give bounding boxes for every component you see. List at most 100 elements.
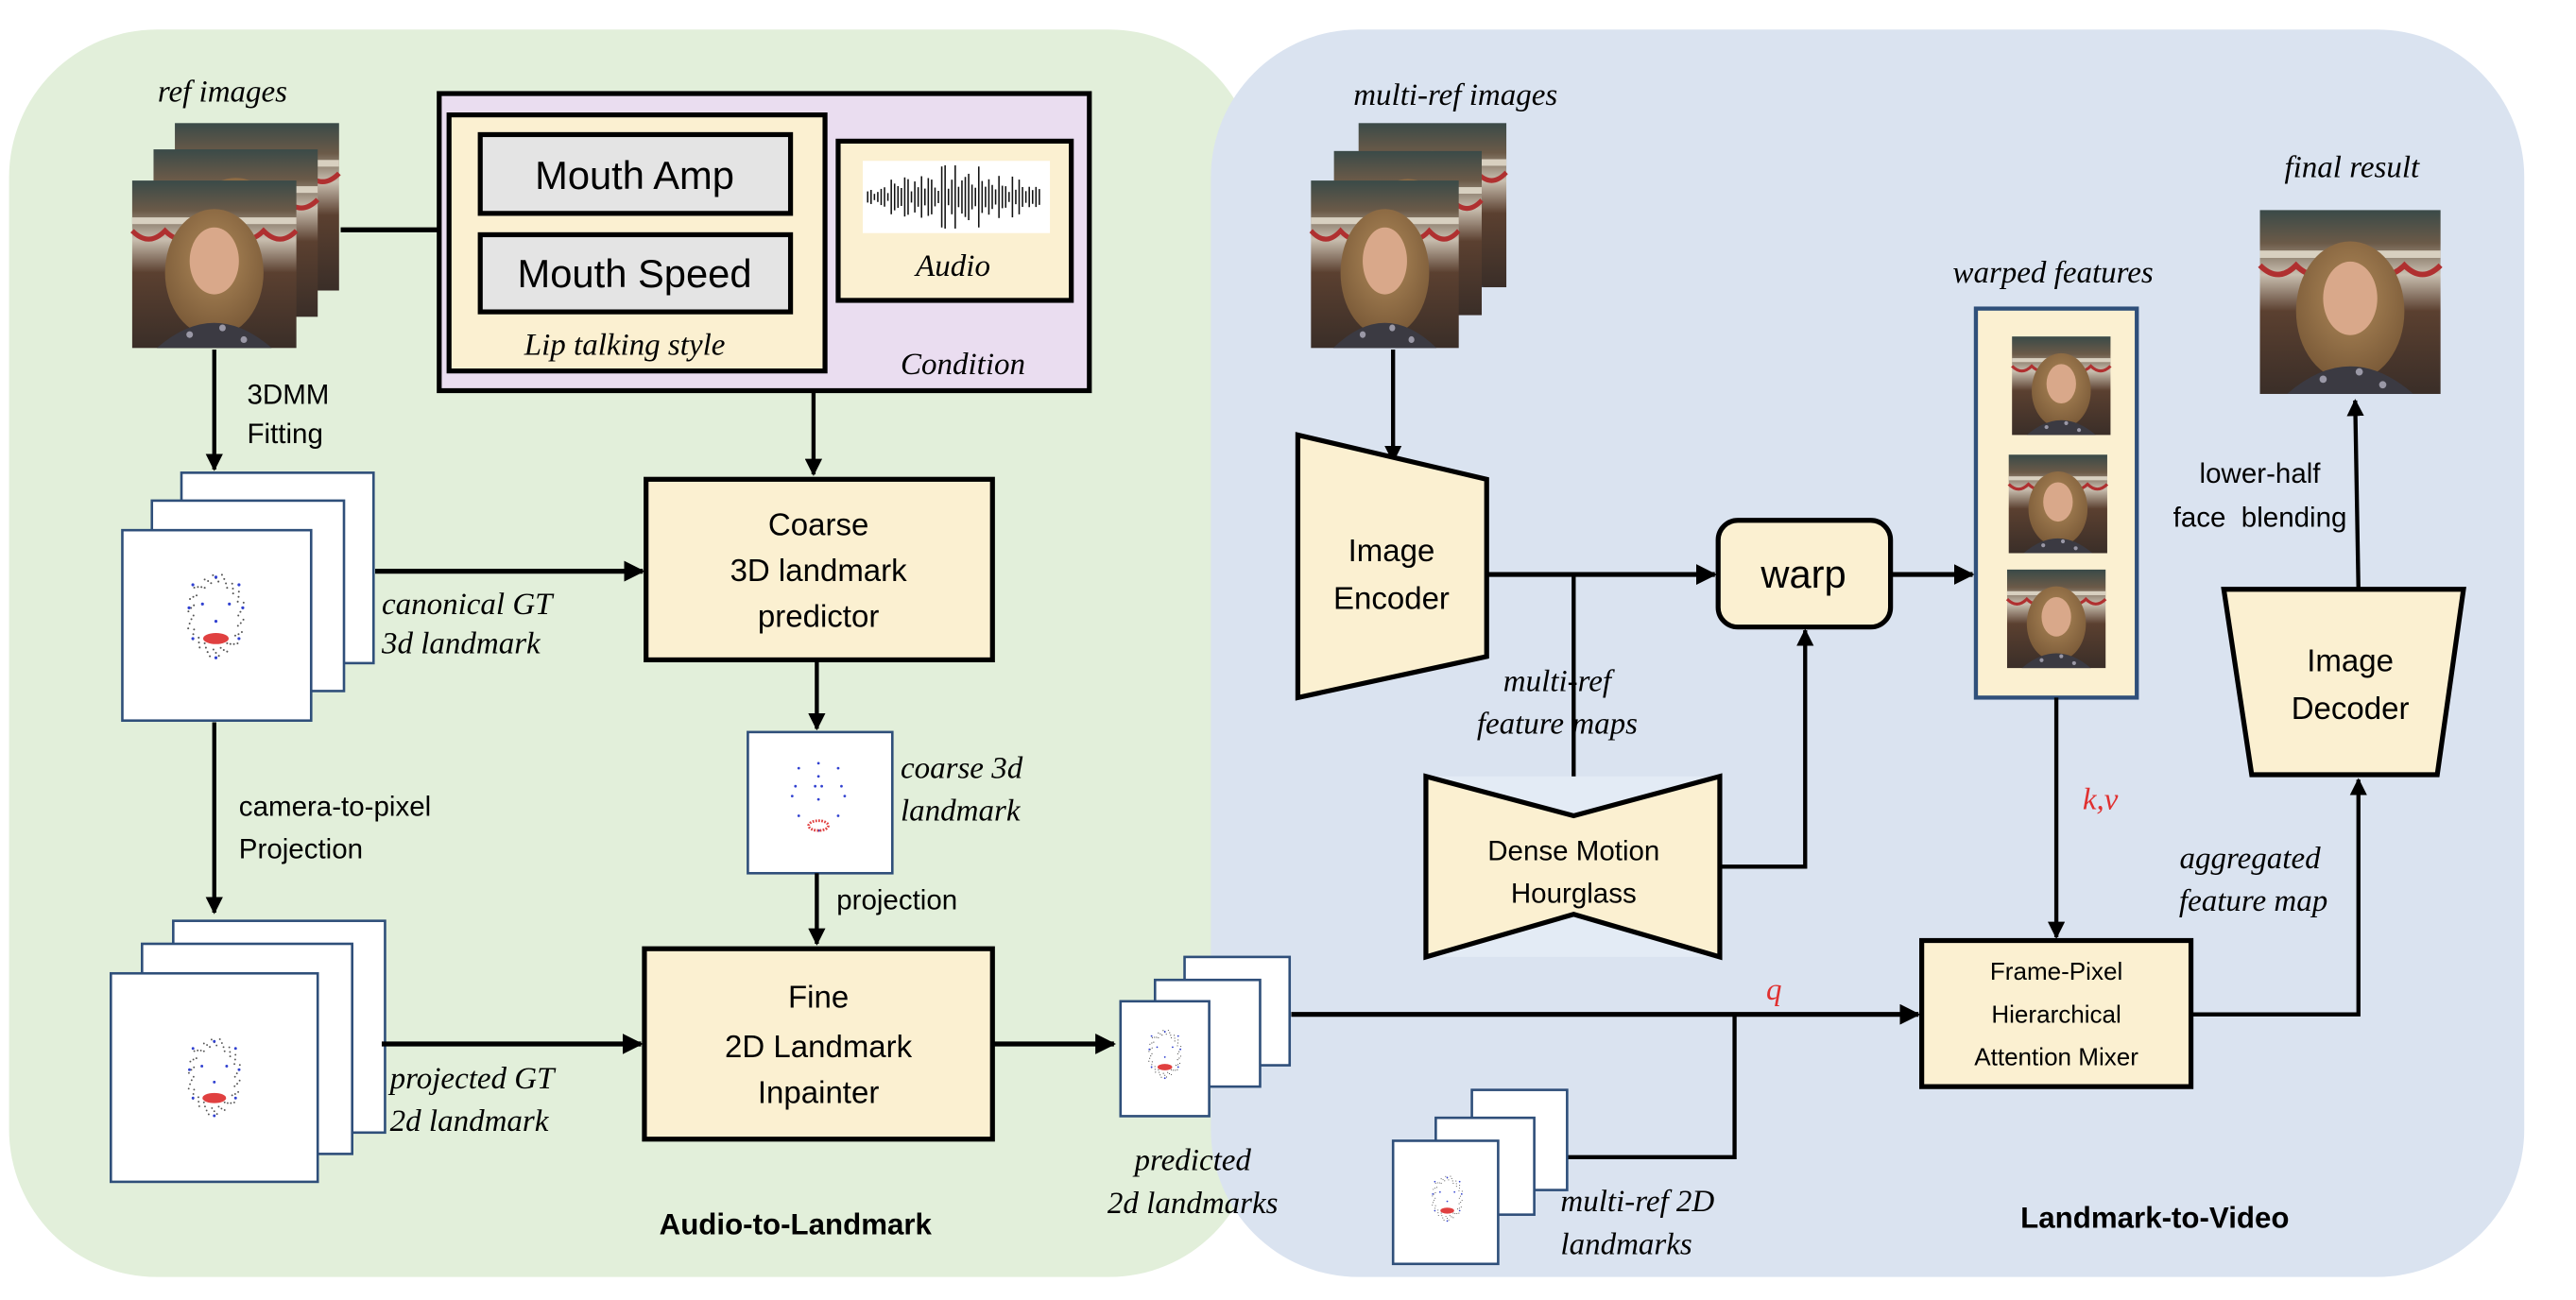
landmark-point: [1446, 1218, 1449, 1220]
landmark-point: [212, 573, 215, 576]
landmark-point: [1149, 1057, 1151, 1059]
landmark-point: [1176, 1064, 1179, 1066]
face-landmarks: [187, 573, 245, 659]
image-decoder: [2221, 587, 2466, 778]
image-decoder-label: Decoder: [2292, 691, 2410, 726]
landmark-point: [193, 1066, 196, 1069]
landmark-point: [211, 1106, 214, 1109]
landmark-point: [197, 636, 200, 639]
landmark-point: [1158, 1032, 1159, 1034]
landmark-point: [1432, 1202, 1434, 1204]
warped-feature-image: [2010, 334, 2112, 436]
landmark-point: [1459, 1195, 1462, 1197]
lip-talking-style-label: Lip talking style: [524, 328, 726, 362]
landmark-point: [1156, 1046, 1159, 1049]
landmark-point: [1455, 1180, 1457, 1182]
landmark-point: [191, 1047, 195, 1051]
landmark-point: [205, 1109, 208, 1112]
landmark-frame: [747, 730, 894, 875]
landmark-point: [1452, 1217, 1454, 1219]
landmark-point: [1164, 1074, 1166, 1076]
predicted-label: predicted: [1133, 1144, 1252, 1178]
landmark-point: [1165, 1076, 1168, 1078]
landmark-point: [1180, 1045, 1182, 1048]
landmark-point: [214, 575, 218, 579]
landmark-point: [242, 601, 245, 604]
landmark-point: [1458, 1212, 1460, 1214]
final-result-image: [2260, 210, 2441, 394]
landmark-point: [234, 1053, 237, 1056]
landmark-point: [233, 1058, 236, 1061]
landmark-point: [1444, 1180, 1446, 1182]
landmark-point: [218, 1038, 221, 1040]
landmark-point: [217, 1105, 220, 1108]
landmark-point: [1437, 1214, 1439, 1217]
landmark-point: [242, 618, 245, 621]
dense-motion-hourglass: [1423, 773, 1723, 961]
landmark-point: [1455, 1183, 1457, 1185]
landmark-point: [193, 604, 196, 607]
multi-ref-image: [1311, 180, 1458, 348]
landmark-point: [1153, 1041, 1155, 1043]
landmark-point: [836, 814, 840, 817]
landmark-point: [203, 641, 206, 644]
landmark-point: [188, 622, 191, 624]
landmark-point: [240, 630, 243, 633]
landmark-point: [189, 598, 192, 601]
landmark-point: [198, 646, 201, 649]
landmark-point: [232, 587, 234, 590]
landmark-point: [200, 586, 203, 589]
landmark-point: [237, 1090, 240, 1093]
landmark-point: [794, 784, 798, 788]
landmark-point: [189, 1083, 192, 1086]
face-landmarks: [187, 1038, 241, 1118]
coarse-output-label: landmark: [901, 795, 1022, 829]
image-decoder-label: Image: [2307, 643, 2394, 678]
multi-ref-images-label: multi-ref images: [1353, 78, 1557, 112]
coarse-predictor-label: 3D landmark: [730, 553, 908, 588]
landmark-point: [1434, 1182, 1436, 1184]
multi-ref-landmarks-label: multi-ref 2D: [1560, 1185, 1714, 1219]
mixer-to-decoder-arrow: [2190, 778, 2367, 1017]
landmark-point: [1163, 1031, 1166, 1033]
q-label: q: [1766, 973, 1782, 1007]
landmark-point: [207, 579, 210, 583]
landmark-point: [199, 1049, 202, 1052]
landmark-point: [1162, 1030, 1164, 1032]
landmark-point: [214, 620, 218, 624]
fitting-label: 3DMM: [248, 379, 330, 410]
landmark-point: [209, 1046, 211, 1049]
landmark-point: [816, 797, 820, 801]
landmark-point: [1148, 1060, 1150, 1062]
dense-motion-label: Hourglass: [1511, 879, 1637, 910]
landmark-point: [192, 1058, 195, 1061]
landmark-frame: [121, 528, 313, 723]
landmark-point: [232, 592, 234, 595]
landmark-point: [1459, 1185, 1461, 1187]
landmark-point: [212, 648, 215, 651]
landmark-point: [1148, 1051, 1150, 1052]
landmark-point: [1176, 1059, 1178, 1061]
landmark-point: [213, 1114, 216, 1118]
landmark-point: [1154, 1036, 1156, 1038]
landmark-point: [1149, 1043, 1151, 1045]
landmark-point: [229, 1055, 232, 1058]
landmark-point: [1434, 1188, 1436, 1189]
landmark-point: [226, 1102, 229, 1104]
warped-feature-image: [2005, 568, 2107, 670]
landmark-point: [1169, 1032, 1171, 1034]
coarse-output-label: coarse 3d: [901, 752, 1023, 786]
landmark-point: [1458, 1188, 1460, 1189]
landmark-point: [213, 1080, 216, 1084]
landmark-point: [203, 578, 206, 581]
landmark-point: [1171, 1046, 1174, 1049]
mouth-landmarks: [202, 633, 230, 644]
landmark-point: [188, 1068, 191, 1071]
landmark-point: [217, 580, 220, 583]
landmark-point: [233, 1075, 236, 1078]
landmark-point: [1436, 1182, 1438, 1184]
landmark-point: [1178, 1062, 1181, 1065]
landmark-point: [220, 1042, 223, 1044]
landmark-point: [1441, 1215, 1443, 1217]
landmark-point: [223, 1109, 226, 1111]
